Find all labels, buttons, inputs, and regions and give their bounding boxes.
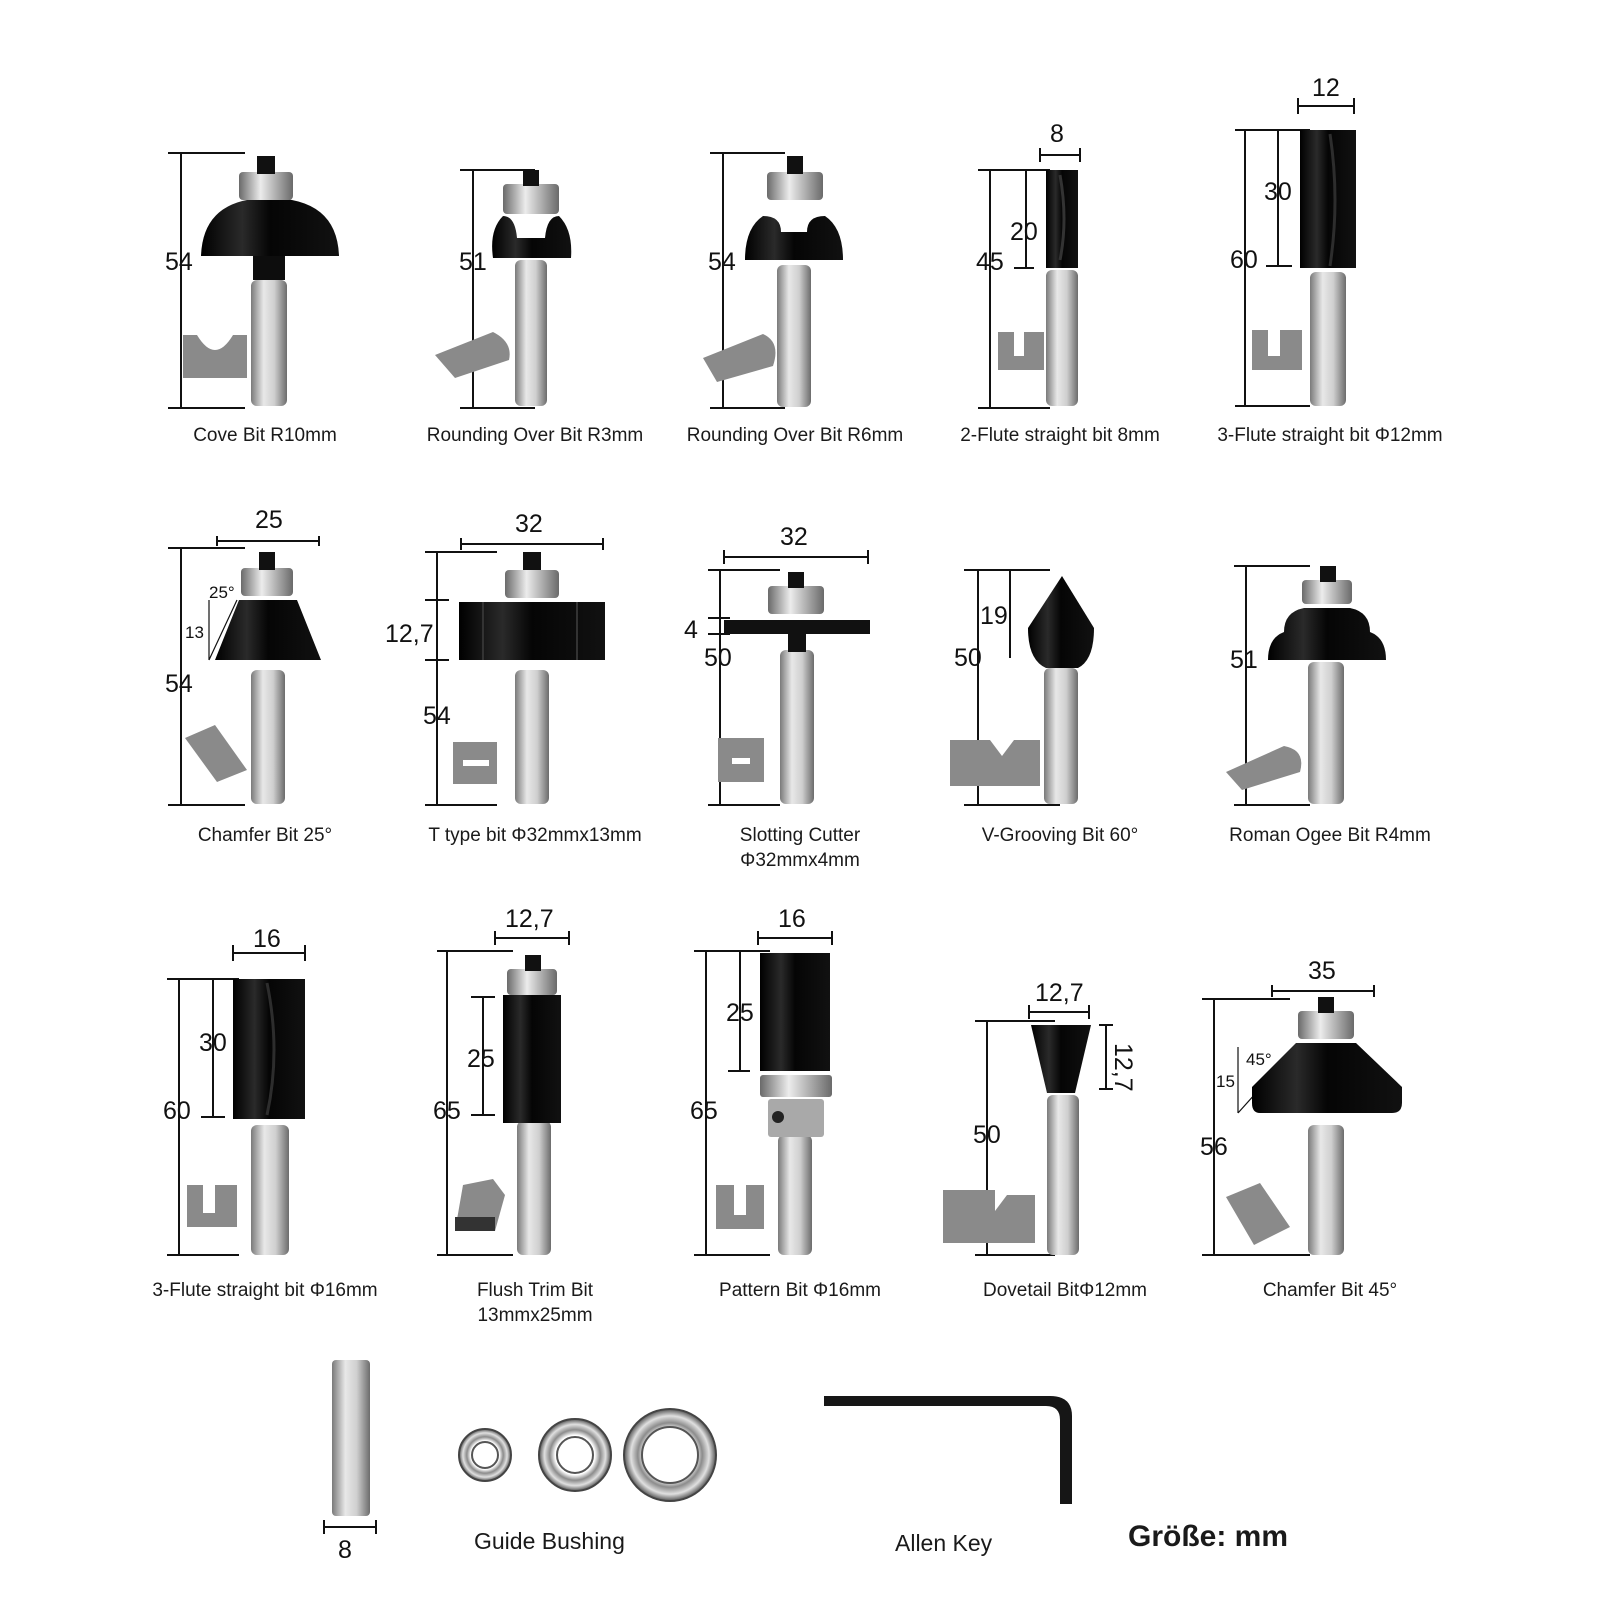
cutting-height-dim: 12,7	[385, 620, 434, 648]
caption: Pattern Bit Φ16mm	[719, 1280, 881, 1301]
bit-chamfer-45: 56 35 45° 15 Chamfer Bit 45°	[1180, 957, 1480, 1355]
cutting-width-dim: 32	[515, 510, 543, 538]
t-type-illustration: 12,7 54 32	[385, 510, 605, 806]
shank-rod: 8	[323, 1360, 377, 1560]
chamfer-height-dim: 15	[1216, 1072, 1235, 1091]
caption: Roman Ogee Bit R4mm	[1229, 825, 1431, 846]
cutting-width-dim: 16	[253, 925, 281, 953]
total-length-dim: 56	[1200, 1133, 1228, 1161]
total-length-dim: 54	[423, 702, 451, 730]
cutting-width-dim: 16	[778, 905, 806, 933]
cove-bit-illustration: 54	[165, 152, 339, 409]
bit-t-type: 12,7 54 32 T type bit Φ32mmx13mm	[385, 510, 685, 900]
total-length-dim: 60	[163, 1097, 191, 1125]
angle-label: 25°	[209, 583, 235, 602]
v-grooving-illustration: 50 19	[950, 569, 1094, 806]
cutting-width-dim: 32	[780, 523, 808, 551]
caption: Chamfer Bit 25°	[197, 825, 333, 846]
cutting-height-dim: 12,7	[1109, 1043, 1137, 1092]
chamfer-height-dim: 13	[185, 623, 204, 642]
caption: Dovetail BitΦ12mm	[982, 1280, 1148, 1301]
cutting-width-dim: 12,7	[505, 905, 554, 933]
3-flute-straight-16-illustration: 60 30 16	[163, 925, 306, 1256]
cutting-width-dim: 25	[255, 506, 283, 534]
pattern-bit-illustration: 65 25 16	[690, 905, 833, 1256]
total-length-dim: 54	[165, 670, 193, 698]
cutting-length-dim: 30	[1264, 178, 1292, 206]
bit-rounding-over-r6: 54 Rounding Over Bit R6mm	[645, 120, 945, 500]
cutting-length-dim: 25	[467, 1045, 495, 1073]
allen-key	[824, 1396, 1072, 1504]
guide-bushing-label: Guide Bushing	[474, 1528, 625, 1554]
bit-3-flute-straight-16: 60 30 16 3-Flute straight bit Φ16mm	[115, 925, 415, 1355]
guide-bushing-set	[458, 1408, 717, 1502]
caption: Chamfer Bit 45°	[1262, 1280, 1398, 1301]
cutting-length-dim: 19	[980, 602, 1008, 630]
total-length-dim: 50	[704, 644, 732, 672]
total-length-dim: 65	[690, 1097, 718, 1125]
bit-dovetail-12: 50 12,7 12,7 Dovetail BitΦ12mm	[915, 975, 1215, 1355]
total-length-dim: 54	[708, 248, 736, 276]
caption: 3-Flute straight bit Φ16mm	[152, 1280, 378, 1301]
caption: V-Grooving Bit 60°	[981, 825, 1139, 846]
caption: Cove Bit R10mm	[193, 425, 337, 446]
caption: T type bit Φ32mmx13mm	[428, 825, 642, 846]
cutting-length-dim: 20	[1010, 218, 1038, 246]
caption: 2-Flute straight bit 8mm	[960, 425, 1160, 446]
allen-key-label: Allen Key	[895, 1530, 993, 1556]
total-length-dim: 60	[1230, 246, 1258, 274]
angle-label: 45°	[1246, 1050, 1272, 1069]
chamfer-45-illustration: 56 35 45° 15	[1200, 957, 1402, 1256]
bit-roman-ogee: 51 Roman Ogee Bit R4mm	[1180, 520, 1480, 900]
caption: Rounding Over Bit R6mm	[686, 425, 904, 446]
total-length-dim: 51	[1230, 646, 1258, 674]
dovetail-illustration: 50 12,7 12,7	[943, 979, 1137, 1256]
3-flute-straight-12-illustration: 60 30 12	[1230, 74, 1356, 407]
bit-rounding-over-r3: 51 Rounding Over Bit R3mm	[385, 120, 685, 500]
caption: 3-Flute straight bit Φ12mm	[1217, 425, 1443, 446]
flush-trim-illustration: 65 25 12,7	[433, 905, 570, 1256]
cutting-width-dim: 12	[1312, 74, 1340, 102]
total-length-dim: 50	[973, 1121, 1001, 1149]
top-width-dim: 12,7	[1035, 979, 1084, 1007]
chamfer-25-illustration: 54 25 25° 13	[165, 506, 321, 806]
bit-pattern-16: 65 25 16 Pattern Bit Φ16mm	[650, 905, 950, 1355]
roman-ogee-illustration: 51	[1226, 565, 1386, 806]
rounding-over-r3-illustration: 51	[435, 169, 572, 409]
cutter-thickness-dim: 4	[684, 616, 698, 644]
total-length-dim: 65	[433, 1097, 461, 1125]
total-length-dim: 51	[459, 248, 487, 276]
slotting-cutter-illustration: 4 50 32	[684, 523, 870, 806]
2-flute-straight-illustration: 45 20 8	[976, 120, 1081, 409]
bit-cove-r10: 54 Cove Bit R10mm	[115, 120, 415, 500]
bit-3-flute-straight-12: 60 30 12 3-Flute straight bit Φ12mm	[1180, 74, 1480, 500]
cutting-length-dim: 25	[726, 999, 754, 1027]
total-length-dim: 50	[954, 644, 982, 672]
total-length-dim: 54	[165, 248, 193, 276]
rod-diameter-dim: 8	[338, 1536, 352, 1560]
caption: Rounding Over Bit R3mm	[426, 425, 644, 446]
total-length-dim: 45	[976, 248, 1004, 276]
bit-chamfer-25: 54 25 25° 13 Chamfer Bit 25°	[115, 506, 415, 900]
cutting-length-dim: 30	[199, 1029, 227, 1057]
rounding-over-r6-illustration: 54	[703, 152, 843, 409]
cutting-width-dim: 8	[1050, 120, 1064, 148]
size-unit-label: Größe: mm	[1128, 1520, 1289, 1553]
bit-2-flute-straight-8: 45 20 8 2-Flute straight bit 8mm	[910, 120, 1210, 500]
bit-v-grooving: 50 19 V-Grooving Bit 60°	[910, 520, 1210, 900]
cutting-width-dim: 35	[1308, 957, 1336, 985]
